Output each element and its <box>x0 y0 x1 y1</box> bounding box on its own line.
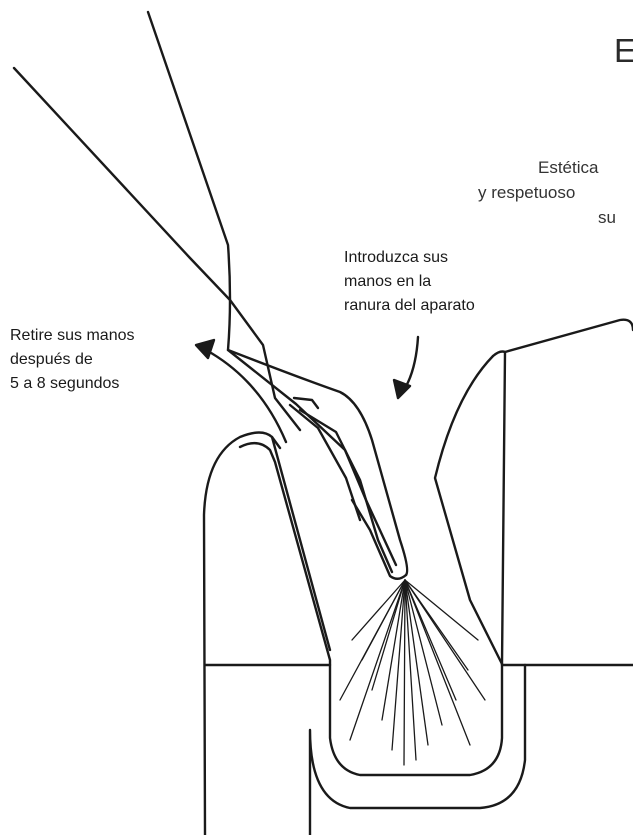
callout-insert-line-2: manos en la <box>344 270 475 294</box>
hand-back <box>228 350 407 575</box>
air-jets <box>340 580 485 765</box>
callout-insert-line-1: Introduzca sus <box>344 246 475 270</box>
callout-remove-line-3: 5 a 8 segundos <box>10 372 135 396</box>
dryer-right-top <box>505 320 633 352</box>
callout-remove-line-2: después de <box>10 348 135 372</box>
heading-fragment: E <box>614 32 633 70</box>
dryer-right-lip-edge <box>493 352 505 357</box>
callout-insert-hands: Introduzca sus manos en la ranura del ap… <box>344 246 475 318</box>
subtext-line-3: su <box>598 208 616 228</box>
subtext-line-1: Estética <box>538 158 598 178</box>
dryer-outer-bottom <box>310 665 525 835</box>
dryer-right-outer-lip <box>435 356 502 664</box>
dryer-right-inner-wall <box>502 352 505 664</box>
dryer-left-edge <box>272 437 330 650</box>
dryer-left-wall <box>204 433 280 835</box>
callout-remove-line-1: Retire sus manos <box>10 324 135 348</box>
subtext-line-2: y respetuoso <box>478 183 575 203</box>
callout-remove-hands: Retire sus manos después de 5 a 8 segund… <box>10 324 135 396</box>
callout-insert-line-3: ranura del aparato <box>344 294 475 318</box>
remove-arrow-head <box>196 340 214 358</box>
insert-arrow <box>404 337 418 390</box>
